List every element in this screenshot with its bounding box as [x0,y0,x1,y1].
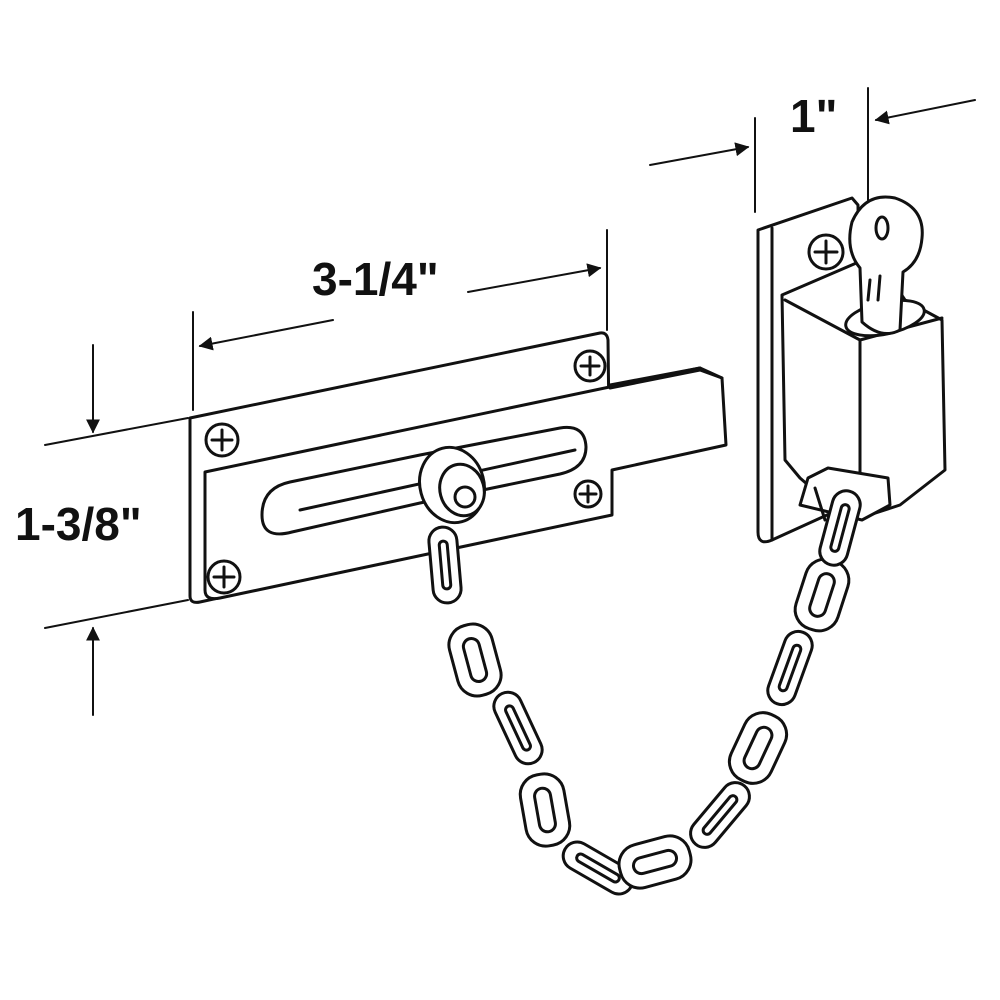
screw-icon [573,479,603,509]
height-dimension: 1-3/8" [15,344,189,716]
height-extension-line-top [44,417,189,446]
chain-link [766,629,814,707]
screw-icon [573,349,607,383]
length-arrow-left [198,319,334,351]
chain [418,445,862,896]
key-icon [848,195,924,336]
width-arrow-left [874,99,976,125]
chain-knob [418,445,486,525]
length-label: 3-1/4" [312,253,439,305]
chain-link [427,525,463,605]
height-label: 1-3/8" [15,498,142,550]
chain-link [689,781,751,849]
screw-icon [807,233,845,271]
length-arrow-right [467,263,602,293]
chain-link [727,711,789,785]
chain-link [793,557,851,633]
chain-link [447,622,503,698]
chain-link [492,690,544,766]
screw-icon [206,559,242,595]
width-label: 1" [790,90,837,142]
length-dimension: 3-1/4" [192,229,608,411]
screw-icon [204,422,240,458]
chain-link [818,489,862,567]
chain-link [518,772,572,848]
width-arrow-right [649,142,750,166]
width-dimension: 1" [649,87,976,213]
chain-link [617,834,693,890]
keyed-lock-receiver [756,195,947,544]
height-extension-line-bottom [44,599,189,629]
